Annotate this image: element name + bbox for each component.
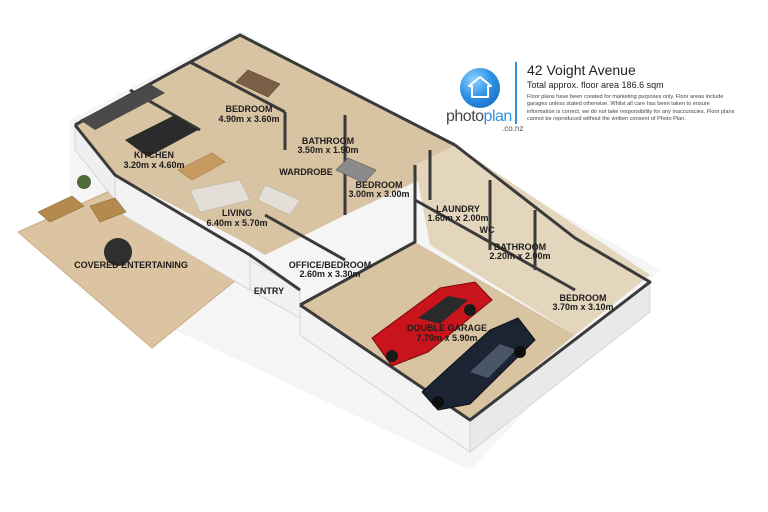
outdoor-bench-two xyxy=(89,197,127,223)
navy-car xyxy=(421,317,536,411)
bedroom-two-dims: 3.00m x 3.00m xyxy=(348,189,409,199)
bedroom-two-label: BEDROOM xyxy=(356,180,403,190)
bedroom-three-label: BEDROOM xyxy=(560,293,607,303)
garage-dims: 7.70m x 5.90m xyxy=(416,333,477,343)
kitchen-island xyxy=(125,115,198,157)
living-sofa xyxy=(189,179,251,213)
bedroom-three-dims: 3.70m x 3.10m xyxy=(552,302,613,312)
bedroom-master-dims: 4.90m x 3.60m xyxy=(218,114,279,124)
kitchen-dims: 3.20m x 4.60m xyxy=(123,160,184,170)
bathroom-main-label: BATHROOM xyxy=(302,136,354,146)
red-car xyxy=(371,281,493,367)
garage-label: DOUBLE GARAGE xyxy=(407,323,487,333)
living-sofa-two xyxy=(257,184,301,216)
bed-two xyxy=(335,157,377,184)
wardrobe-label: WARDROBE xyxy=(279,167,333,177)
photoplan-logo: photoplan .co.nz xyxy=(440,60,540,140)
property-info: 42 Voight Avenue Total approx. floor are… xyxy=(515,62,737,124)
kitchen-benchtop xyxy=(80,84,165,130)
living-dims: 6.40m x 5.70m xyxy=(206,218,267,228)
office-label: OFFICE/BEDROOM xyxy=(289,260,372,270)
entry-label: ENTRY xyxy=(254,286,284,296)
office-dims: 2.60m x 3.30m xyxy=(299,269,360,279)
property-address: 42 Voight Avenue xyxy=(527,62,636,78)
wc-label: WC xyxy=(480,225,495,235)
dining-table xyxy=(177,152,226,181)
house-floor xyxy=(75,35,455,255)
brand-name-accent: plan xyxy=(483,108,513,125)
master-bed xyxy=(235,69,281,98)
bedroom-master-label: BEDROOM xyxy=(226,104,273,114)
laundry-dims: 1.60m x 2.00m xyxy=(427,213,488,223)
outdoor-bench xyxy=(37,195,85,223)
outdoor-table xyxy=(104,238,132,266)
property-floor-area: Total approx. floor area 186.6 sqm xyxy=(527,80,664,90)
kitchen-label: KITCHEN xyxy=(134,150,174,160)
brand-suffix: .co.nz xyxy=(502,124,524,133)
brand-name-main: photo xyxy=(446,108,484,125)
living-label: LIVING xyxy=(222,208,252,218)
bathroom-two-dims: 2.20m x 2.00m xyxy=(489,251,550,261)
potted-plant xyxy=(77,175,91,189)
east-wing-floor xyxy=(415,145,650,335)
covered-entertaining-label: COVERED ENTERTAINING xyxy=(74,260,188,270)
house-logo-icon xyxy=(460,68,500,108)
bathroom-two-label: BATHROOM xyxy=(494,242,546,252)
bathroom-main-dims: 3.50m x 1.90m xyxy=(297,145,358,155)
property-disclaimer: Floor plans have been created for market… xyxy=(527,94,735,123)
laundry-label: LAUNDRY xyxy=(436,204,480,214)
